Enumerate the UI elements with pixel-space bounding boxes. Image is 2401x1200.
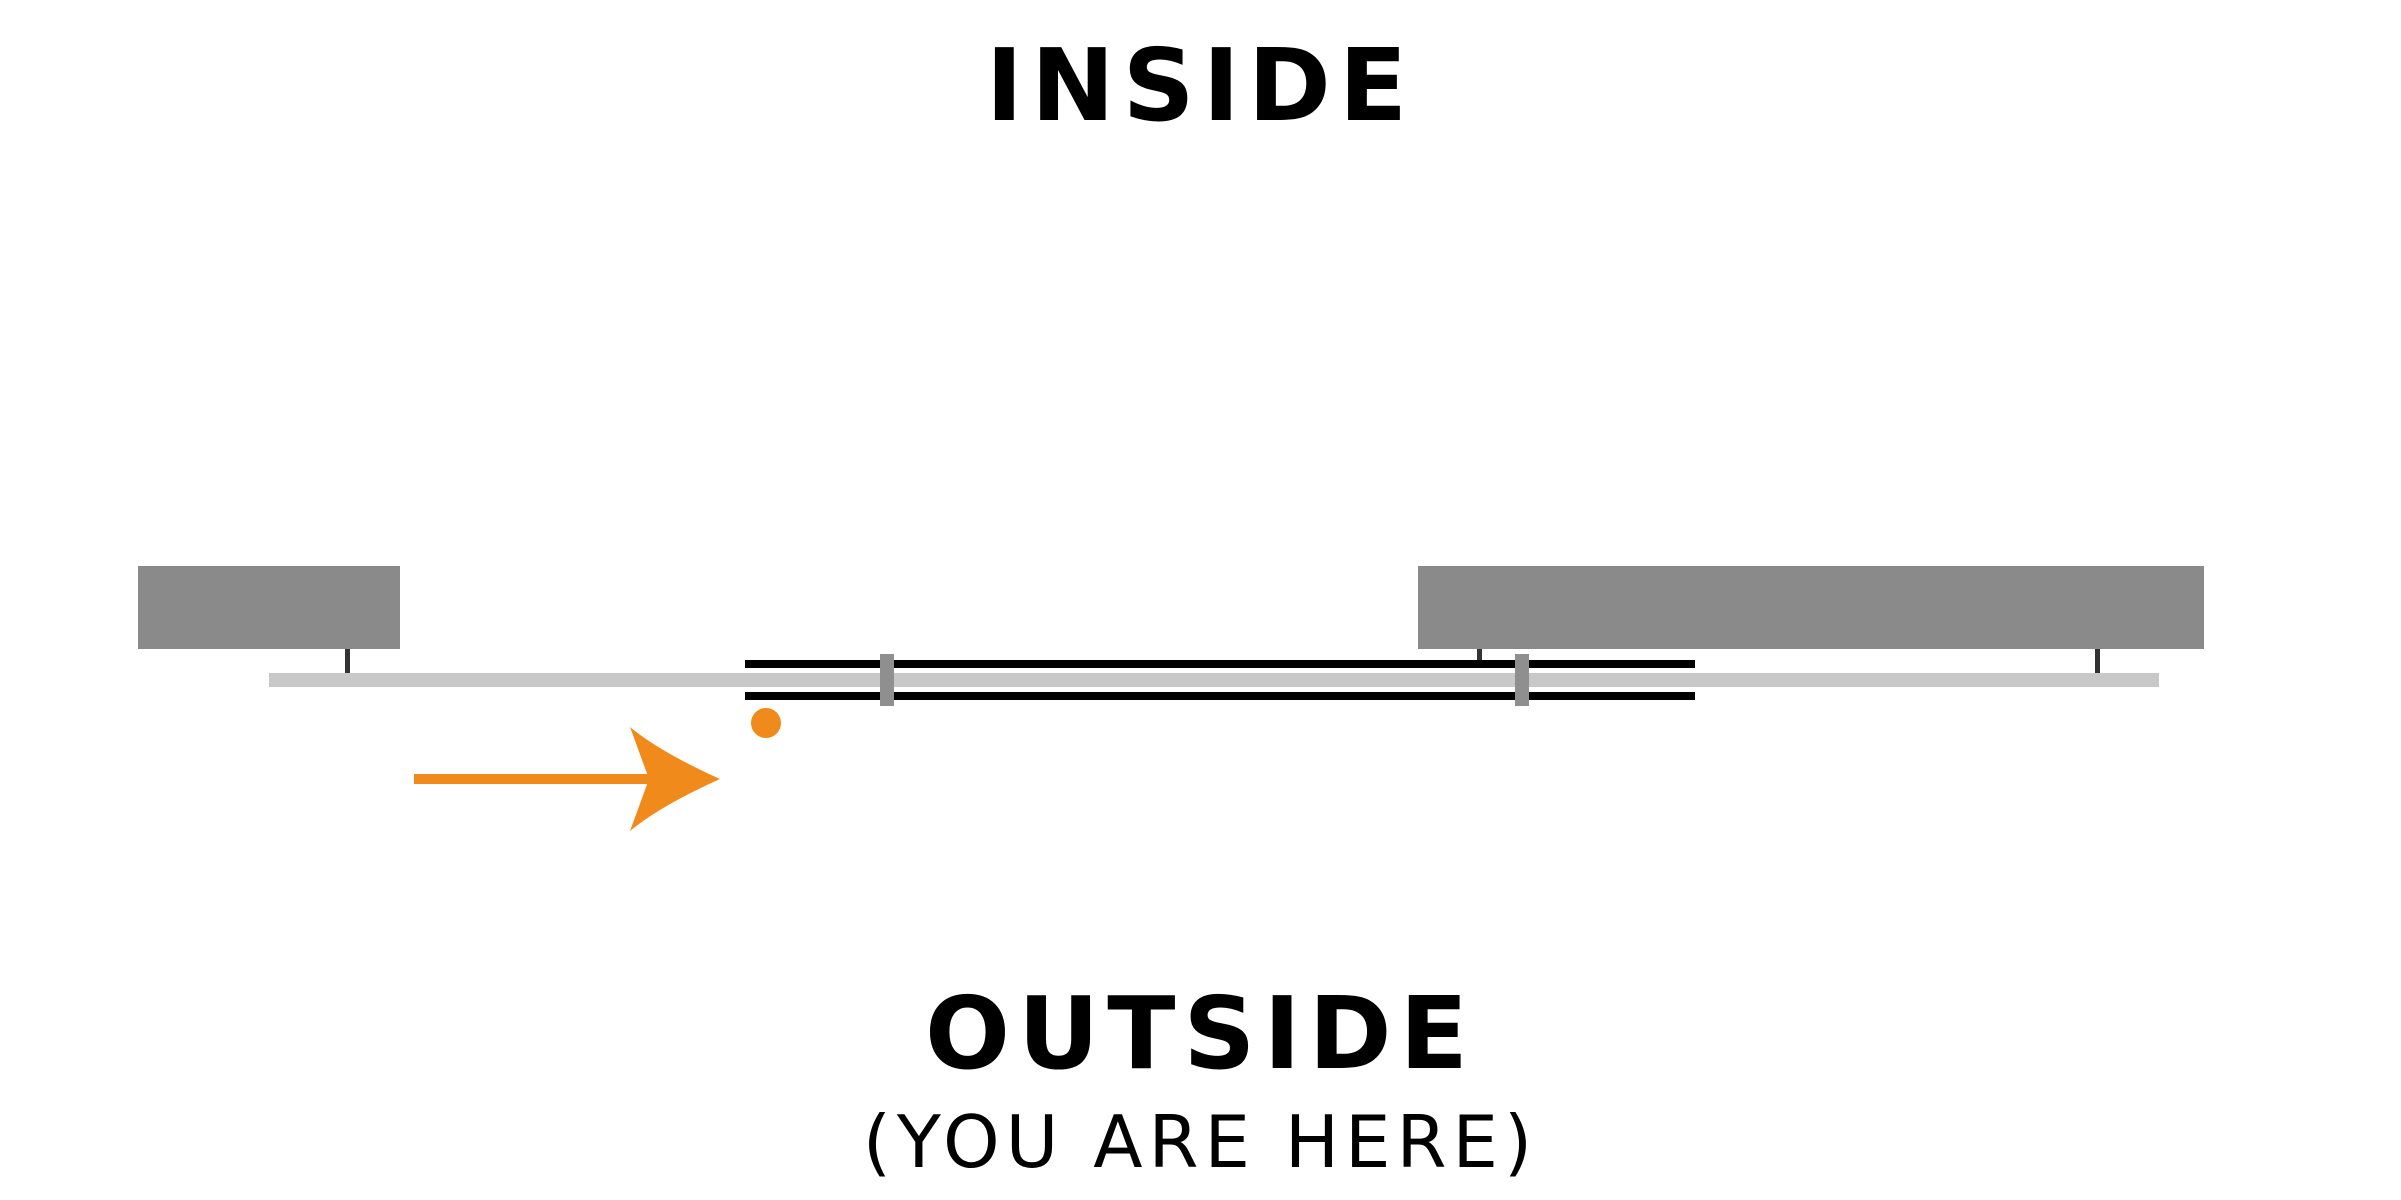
outside-label: OUTSIDE — [925, 975, 1476, 1092]
door-panel-inner-bottom — [745, 687, 1695, 692]
right-wall — [1418, 566, 2204, 649]
door-track — [269, 673, 2159, 687]
inside-label: INSIDE — [985, 27, 1416, 144]
dot-icon — [751, 708, 781, 738]
you-are-here-note: (YOU ARE HERE) — [862, 1100, 1539, 1184]
track-bracket-left — [345, 649, 350, 673]
track-bracket-right — [2095, 649, 2100, 673]
right-arrow-icon — [414, 727, 720, 831]
door-roller-left — [880, 654, 894, 706]
left-wall — [138, 566, 400, 649]
door-panel-inner-top — [745, 668, 1695, 673]
door-roller-right — [1515, 654, 1529, 706]
